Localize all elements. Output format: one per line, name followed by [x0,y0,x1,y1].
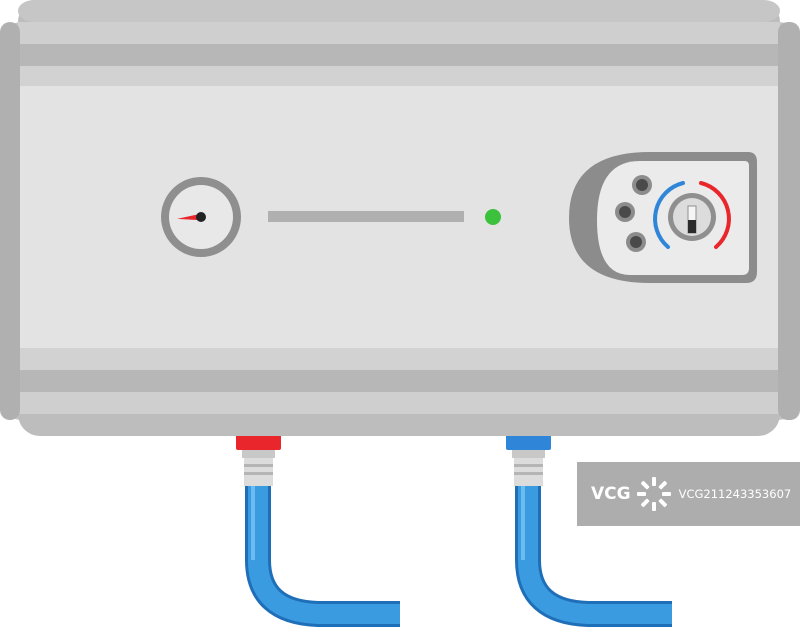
watermark-logo-text: VCG [591,484,631,504]
cold-scale-arc [653,181,685,249]
watermark-sun-icon [636,477,671,511]
watermark-logo: VCG [591,475,673,513]
watermark-id: VCG211243353607 [678,487,792,501]
gauge-needle [177,213,202,221]
display-bar [268,211,464,222]
cold-water-fitting [506,432,551,486]
hot-water-fitting [236,432,281,486]
control-buttons [615,175,652,252]
pressure-gauge [161,177,241,257]
temperature-knob[interactable] [653,181,731,249]
watermark-badge: VCG VCG211243353607 [577,462,800,526]
power-indicator-light [485,209,501,225]
control-panel [569,152,757,283]
hot-scale-arc [699,181,731,249]
hot-water-hose [245,470,400,627]
